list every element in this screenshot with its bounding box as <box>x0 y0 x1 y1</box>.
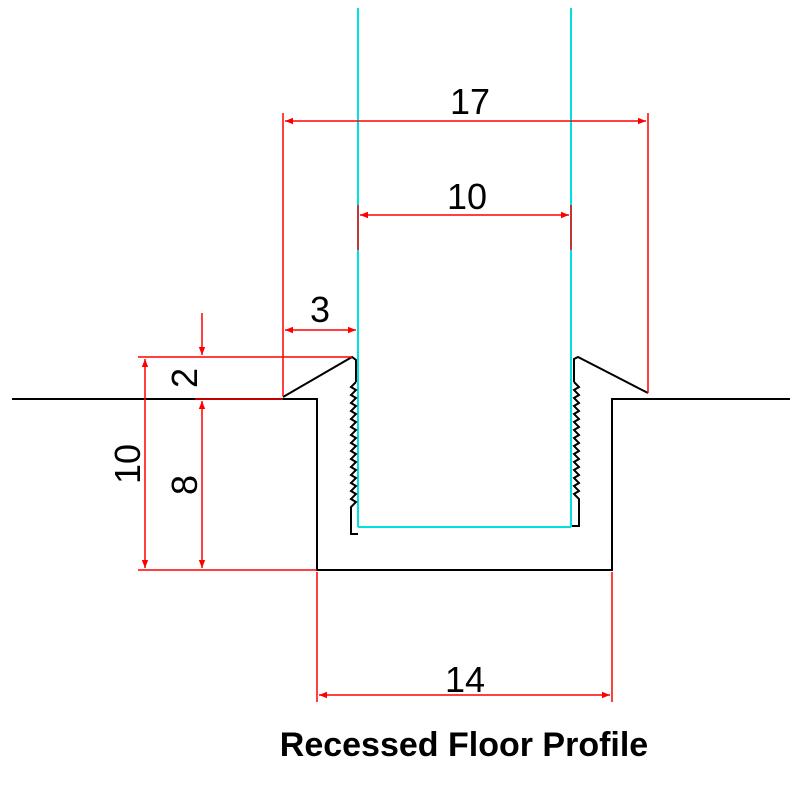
label-flange-width: 3 <box>310 289 330 330</box>
label-channel-width: 14 <box>445 659 485 700</box>
dim-channel-width <box>316 572 613 702</box>
aluminium-profile <box>282 355 649 535</box>
dim-inner-width <box>357 205 572 250</box>
led-insert <box>357 8 572 528</box>
dim-heights <box>138 313 352 571</box>
dim-overall-width <box>282 113 649 396</box>
label-flange-height: 2 <box>164 368 205 388</box>
drawing-title: Recessed Floor Profile <box>279 726 649 764</box>
label-total-height: 10 <box>107 444 148 484</box>
label-inner-width: 10 <box>447 176 487 217</box>
label-channel-depth: 8 <box>164 475 205 495</box>
label-overall-width: 17 <box>450 81 490 122</box>
